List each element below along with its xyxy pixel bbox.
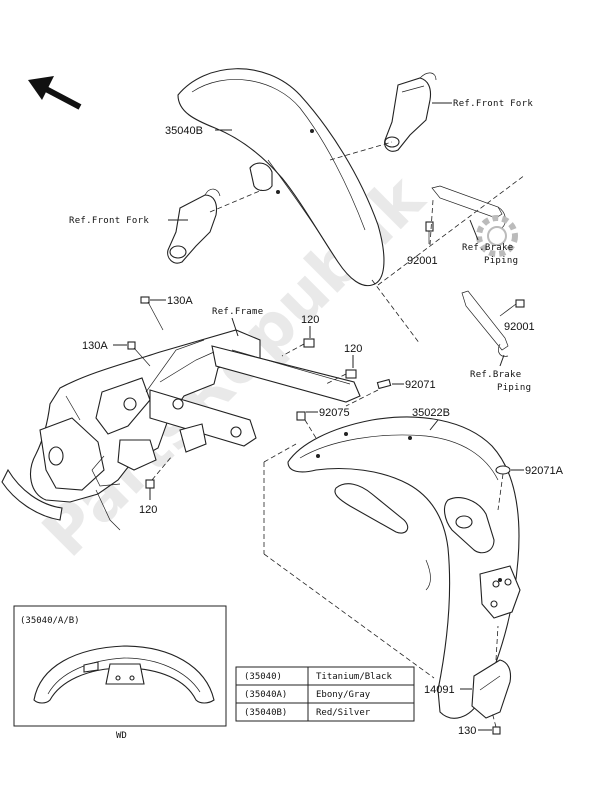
bolt-130A-top — [140, 296, 164, 331]
rear-frame — [1, 329, 361, 531]
inset-caption: WD — [116, 731, 127, 741]
label-92001-right: 92001 — [504, 321, 535, 333]
inset-box: (35040/A/B) WD — [13, 605, 227, 741]
label-130: 130 — [458, 725, 476, 737]
dash-rear-top — [263, 443, 297, 463]
color-table: (35040) Titanium/Black (35040A) Ebony/Gr… — [235, 666, 415, 722]
dash-rear-diag — [263, 553, 435, 679]
table-color-2: Red/Silver — [316, 708, 371, 718]
label-35022B: 35022B — [412, 407, 450, 419]
label-130A-top: 130A — [167, 295, 193, 307]
bolt-130 — [491, 711, 501, 735]
bolt-130A-left — [127, 341, 151, 367]
label-ref-brake-piping-lower-2: Piping — [497, 383, 531, 393]
label-ref-front-fork-left: Ref.Front Fork — [69, 216, 149, 226]
brake-piping-clamp-upper — [431, 185, 506, 229]
leader-brake-piping-upper — [469, 219, 479, 241]
label-ref-front-fork-right: Ref.Front Fork — [453, 99, 533, 109]
front-fender — [177, 68, 385, 287]
bolt-120-mid — [325, 369, 357, 385]
part-92071A — [495, 465, 511, 511]
label-130A-left: 130A — [82, 340, 108, 352]
gear-icon — [476, 215, 518, 257]
direction-arrow-icon — [28, 76, 82, 110]
label-120-mid: 120 — [344, 343, 362, 355]
part-92075 — [296, 411, 317, 439]
bolt-120-top — [281, 338, 315, 357]
table-code-2: (35040B) — [244, 708, 287, 718]
bolt-92001-left — [425, 221, 434, 244]
table-code-1: (35040A) — [244, 690, 287, 700]
table-code-0: (35040) — [244, 672, 282, 682]
label-120-top: 120 — [301, 314, 319, 326]
front-fork-bracket-right — [384, 72, 437, 152]
part-92071 — [345, 378, 392, 407]
label-92071: 92071 — [405, 379, 436, 391]
brake-piping-clamp-lower — [461, 290, 509, 357]
dash-fork-link-right — [329, 141, 393, 161]
label-ref-brake-piping-lower-1: Ref.Brake — [470, 370, 521, 380]
label-92075: 92075 — [319, 407, 350, 419]
label-14091: 14091 — [424, 684, 455, 696]
front-fork-bracket-left — [167, 188, 221, 264]
dash-front-fender-area — [371, 279, 421, 345]
table-color-0: Titanium/Black — [316, 672, 392, 682]
label-ref-brake-piping-upper-2: Piping — [484, 256, 518, 266]
label-92071A: 92071A — [525, 465, 564, 477]
dash-fork-link-left — [209, 189, 263, 213]
rear-fender — [287, 416, 521, 719]
leader-35022B — [429, 419, 439, 431]
dash-front-fender-right — [377, 174, 526, 286]
inset-fender — [33, 645, 215, 704]
label-120-bottom: 120 — [139, 504, 157, 516]
label-35040B: 35040B — [165, 125, 203, 137]
leader-ref-frame — [231, 317, 239, 337]
bolt-92001-right — [499, 299, 525, 317]
label-ref-brake-piping-upper-1: Ref.Brake — [462, 243, 513, 253]
inset-title: (35040/A/B) — [20, 616, 80, 626]
label-92001-left: 92001 — [407, 255, 438, 267]
leader-brake-piping-lower — [499, 354, 505, 367]
label-ref-frame: Ref.Frame — [212, 307, 263, 317]
table-color-1: Ebony/Gray — [316, 690, 371, 700]
